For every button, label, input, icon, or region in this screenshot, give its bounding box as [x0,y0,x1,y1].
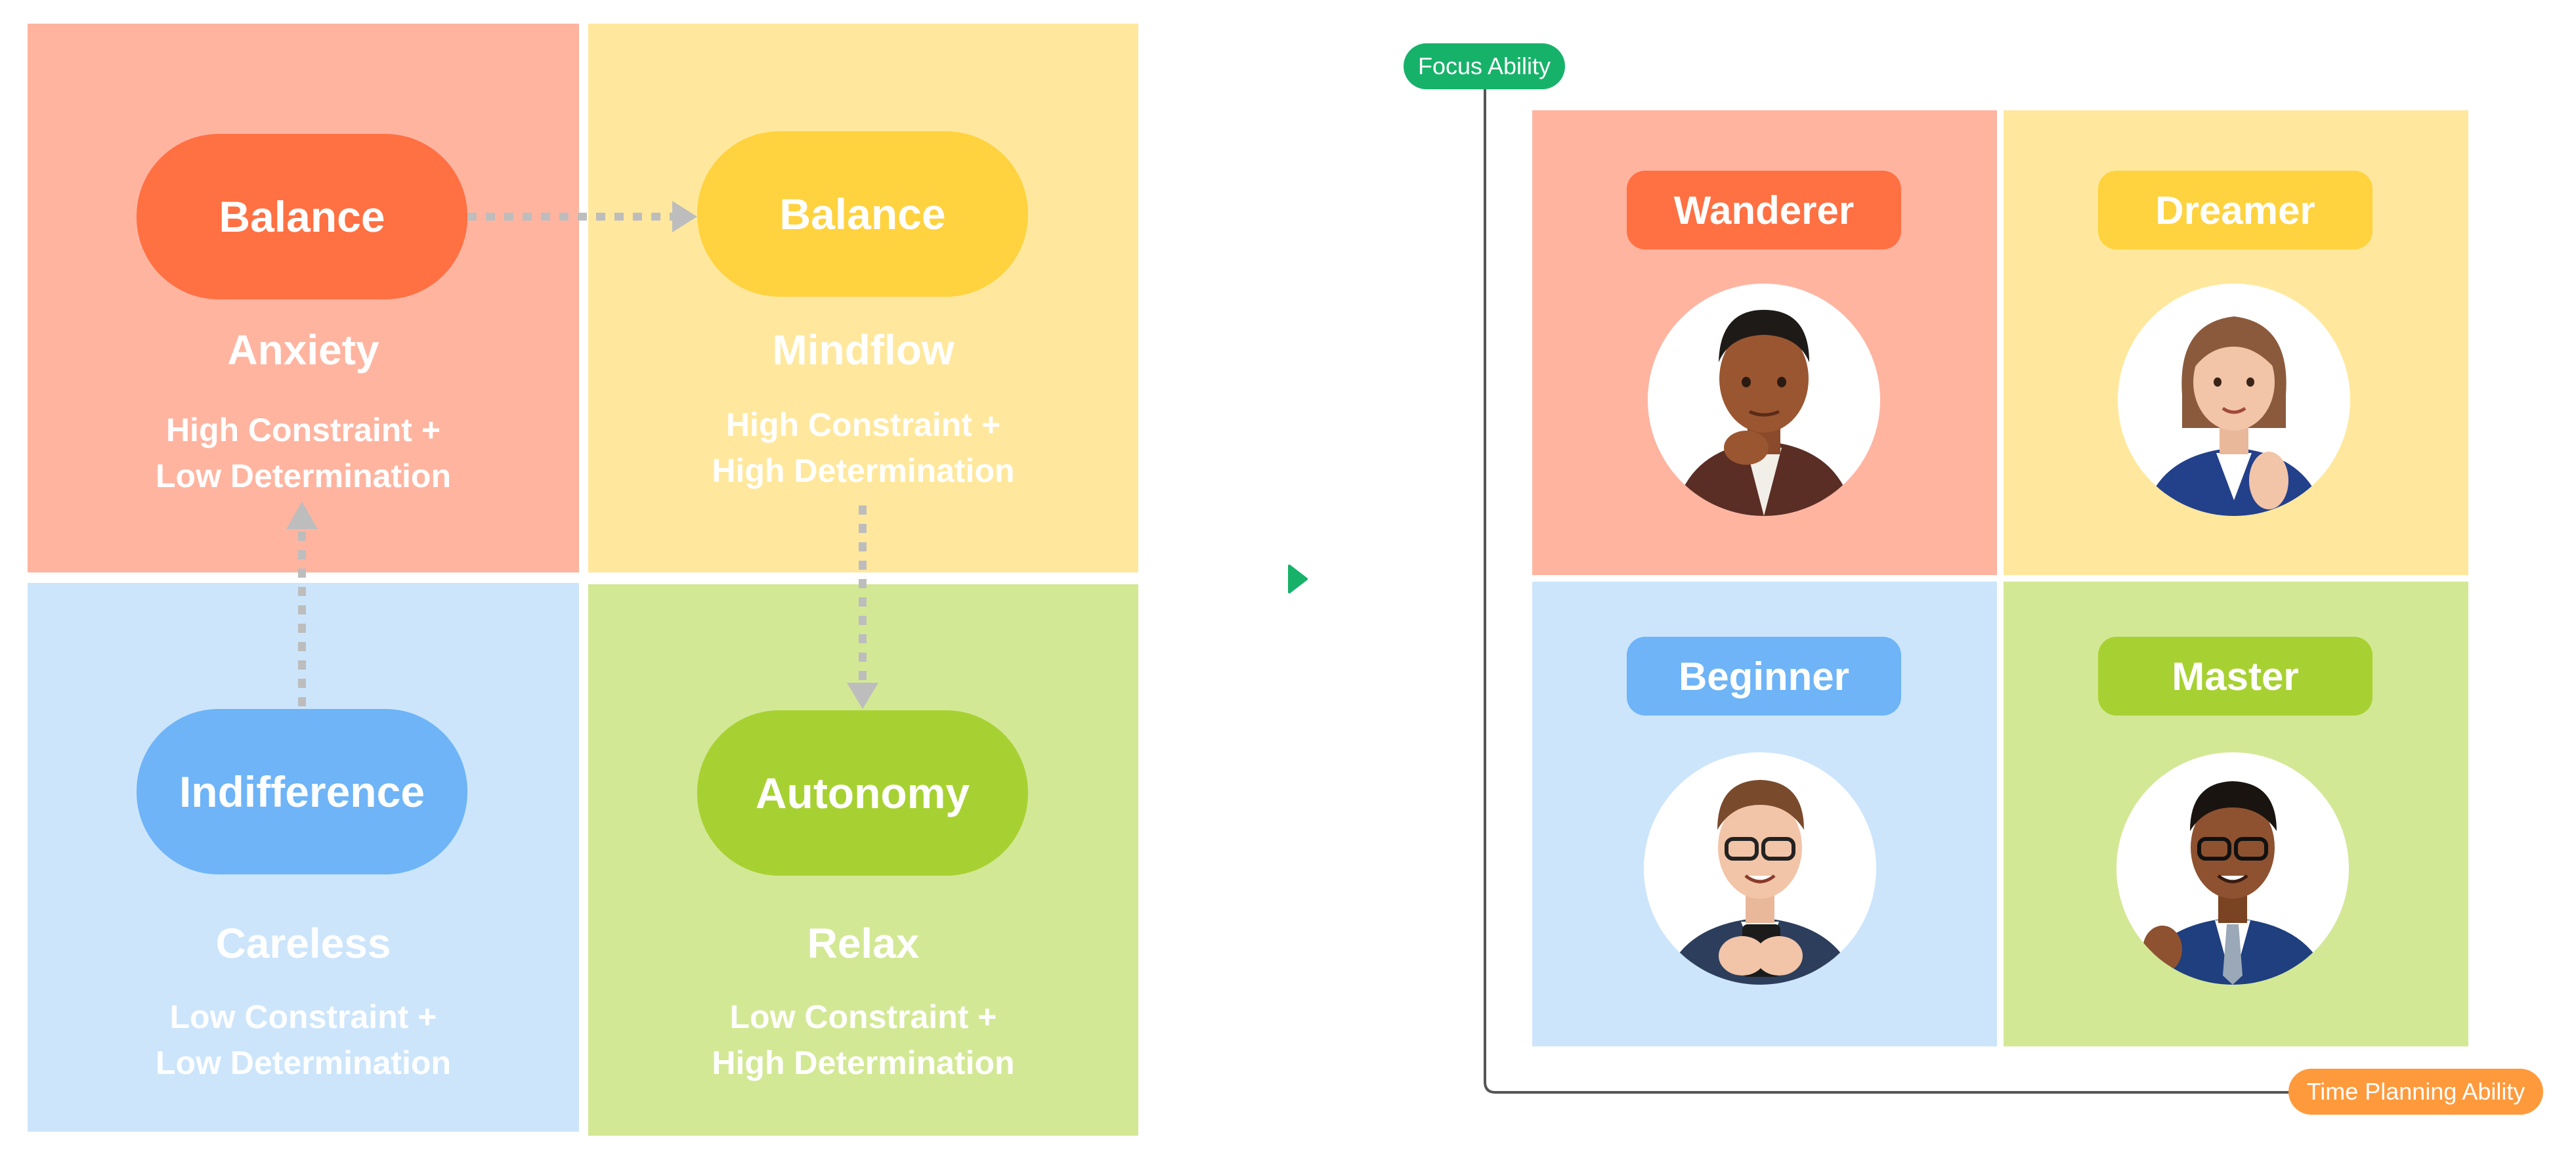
desc-relax-line1: Low Constraint + [729,998,997,1035]
axes [1484,66,2442,1094]
pill-anxiety-balance: Balance [137,134,467,299]
avatar-beginner [1644,752,1876,985]
desc-relax-line2: High Determination [712,1044,1015,1081]
play-marker-icon [1288,565,1308,593]
flow-arrows [286,201,878,709]
title-careless: Careless [215,920,391,967]
x-axis-label: Time Planning Ability [2288,1069,2543,1115]
badge-beginner: Beginner [1627,637,1901,716]
desc-careless-line1: Low Constraint + [169,998,437,1035]
desc-careless: Low Constraint + Low Determination [28,994,579,1086]
y-axis-label: Focus Ability [1404,43,1565,89]
arrow-head-right [672,201,697,232]
desc-anxiety-line1: High Constraint + [165,412,441,448]
avatar-wanderer [1648,284,1880,516]
title-relax: Relax [807,920,920,967]
desc-anxiety-line2: Low Determination [155,458,452,494]
desc-mindflow-line2: High Determination [712,452,1015,489]
avatar-master [2116,752,2349,985]
pill-mindflow-balance: Balance [697,131,1028,297]
desc-anxiety: High Constraint + Low Determination [28,407,579,499]
pill-careless-indifference: Indifference [137,709,467,874]
arrow-head-up [286,502,318,529]
desc-relax: Low Constraint + High Determination [588,994,1138,1086]
arrow-head-down [847,683,878,709]
quadrant-mindflow [588,24,1138,572]
badge-master: Master [2098,637,2372,716]
avatar-dreamer [2118,284,2350,516]
badge-wanderer: Wanderer [1627,171,1901,249]
desc-mindflow: High Constraint + High Determination [588,402,1138,494]
title-anxiety: Anxiety [227,326,379,374]
badge-dreamer: Dreamer [2098,171,2372,249]
title-mindflow: Mindflow [772,326,955,374]
pill-relax-autonomy: Autonomy [697,710,1028,876]
desc-mindflow-line1: High Constraint + [725,406,1001,443]
desc-careless-line2: Low Determination [155,1044,452,1081]
